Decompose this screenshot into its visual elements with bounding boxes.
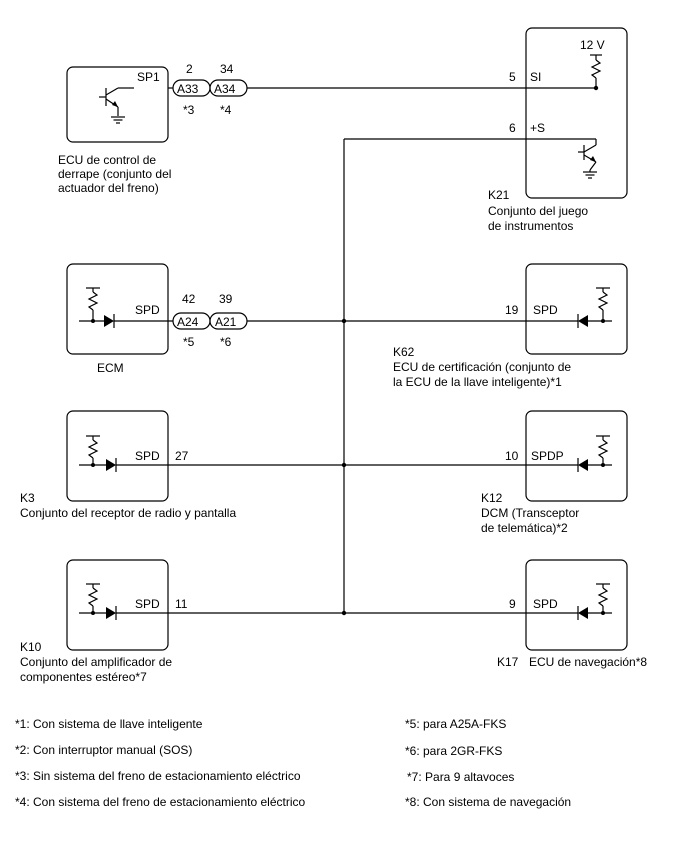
k21-transistor-icon xyxy=(578,139,597,179)
k21-box xyxy=(525,27,628,199)
sp1-name-line1: ECU de control de xyxy=(58,153,156,167)
footnote-3: *3: Sin sistema del freno de estacionami… xyxy=(15,769,301,783)
k21-code: K21 xyxy=(488,188,510,202)
footnote-8: *8: Con sistema de navegación xyxy=(405,795,571,809)
sp1-transistor-arrow-icon xyxy=(112,101,118,107)
a33-connector-id: A33 xyxy=(177,82,199,96)
ecm-diode-icon xyxy=(104,315,114,327)
a24-connector-id: A24 xyxy=(177,315,199,329)
k12-diode-icon xyxy=(578,459,588,471)
k10-pin-number: 11 xyxy=(175,597,188,611)
a34-pin-number: 34 xyxy=(220,62,234,76)
footnote-4: *4: Con sistema del freno de estacionami… xyxy=(15,795,305,809)
k10-box xyxy=(66,559,169,651)
k21-pin-s: 6 xyxy=(509,121,516,135)
k17-code: K17 xyxy=(497,655,519,669)
k62-box xyxy=(525,263,628,355)
k3-diode-icon xyxy=(106,459,116,471)
a24-note: *5 xyxy=(183,335,195,349)
k3-box xyxy=(66,410,169,502)
sp1-name-line2: derrape (conjunto del xyxy=(58,167,171,181)
k3-junction-dot xyxy=(91,463,95,467)
ecm-name: ECM xyxy=(97,361,124,375)
k12-box xyxy=(525,410,628,502)
connector-a34 xyxy=(209,79,248,97)
a33-note: *3 xyxy=(183,103,195,117)
k10-name-line1: Conjunto del amplificador de xyxy=(20,655,172,669)
k3-code: K3 xyxy=(20,491,35,505)
k10-code: K10 xyxy=(20,640,42,654)
footnote-2: *2: Con interruptor manual (SOS) xyxy=(15,743,192,757)
k17-pin-label: SPD xyxy=(533,597,558,611)
connector-a21 xyxy=(209,312,248,330)
k17-box xyxy=(525,559,628,651)
k17-pin-number: 9 xyxy=(509,597,516,611)
k21-transistor-arrow-icon xyxy=(590,156,596,162)
footnote-1: *1: Con sistema de llave inteligente xyxy=(15,717,203,731)
k10-pin-label: SPD xyxy=(135,597,160,611)
k12-code: K12 xyxy=(481,491,503,505)
k12-junction-dot xyxy=(601,463,605,467)
k17-diode-icon xyxy=(578,607,588,619)
k12-name-line2: de telemática)*2 xyxy=(481,521,568,535)
ecm-pin-label: SPD xyxy=(135,303,160,317)
k21-label-s: +S xyxy=(530,121,545,135)
k62-name-line2: la ECU de la llave inteligente)*1 xyxy=(393,375,562,389)
k17-junction-dot xyxy=(601,611,605,615)
k62-junction-dot xyxy=(601,319,605,323)
k62-code: K62 xyxy=(393,345,415,359)
k21-pin-si: 5 xyxy=(509,70,516,84)
k21-name-line2: de instrumentos xyxy=(488,219,573,233)
bus-junction-dot-k3 xyxy=(341,462,347,468)
k10-junction-dot xyxy=(91,611,95,615)
k21-label-si: SI xyxy=(530,70,541,84)
k12-name-line1: DCM (Transceptor xyxy=(481,506,579,520)
k12-pin-number: 10 xyxy=(505,449,519,463)
k62-name-line1: ECU de certificación (conjunto de xyxy=(393,360,571,374)
a34-note: *4 xyxy=(220,103,232,117)
footnote-7: *7: Para 9 altavoces xyxy=(407,770,514,784)
sp1-ecu-box xyxy=(66,66,169,143)
k3-name: Conjunto del receptor de radio y pantall… xyxy=(20,506,236,520)
a34-connector-id: A34 xyxy=(214,82,236,96)
sp1-pin-label: SP1 xyxy=(137,70,160,84)
bus-junction-dot-k10 xyxy=(341,610,347,616)
k10-diode-icon xyxy=(106,607,116,619)
k21-voltage: 12 V xyxy=(580,38,605,52)
k12-pin-label: SPDP xyxy=(531,449,564,463)
k3-pin-label: SPD xyxy=(135,449,160,463)
footnote-5: *5: para A25A-FKS xyxy=(405,717,506,731)
ecm-box xyxy=(66,263,169,355)
k10-name-line2: componentes estéreo*7 xyxy=(20,670,147,684)
k17-name: ECU de navegación*8 xyxy=(529,655,647,669)
k17-pullup-icon xyxy=(577,583,612,620)
a33-pin-number: 2 xyxy=(186,62,193,76)
a24-pin-number: 42 xyxy=(182,292,196,306)
a21-note: *6 xyxy=(220,335,232,349)
footnote-6: *6: para 2GR-FKS xyxy=(405,744,502,758)
si-junction-dot xyxy=(593,85,599,91)
k3-pin-number: 27 xyxy=(175,449,189,463)
sp1-name-line3: actuador del freno) xyxy=(58,181,159,195)
a21-pin-number: 39 xyxy=(219,292,233,306)
bus-junction-dot-ecm xyxy=(341,318,347,324)
ecm-junction-dot xyxy=(91,319,95,323)
k62-pin-number: 19 xyxy=(505,303,519,317)
k21-name-line1: Conjunto del juego xyxy=(488,204,588,218)
k21-pullup-icon xyxy=(590,54,602,88)
a21-connector-id: A21 xyxy=(215,315,237,329)
k62-diode-icon xyxy=(578,315,588,327)
k62-pin-label: SPD xyxy=(533,303,558,317)
